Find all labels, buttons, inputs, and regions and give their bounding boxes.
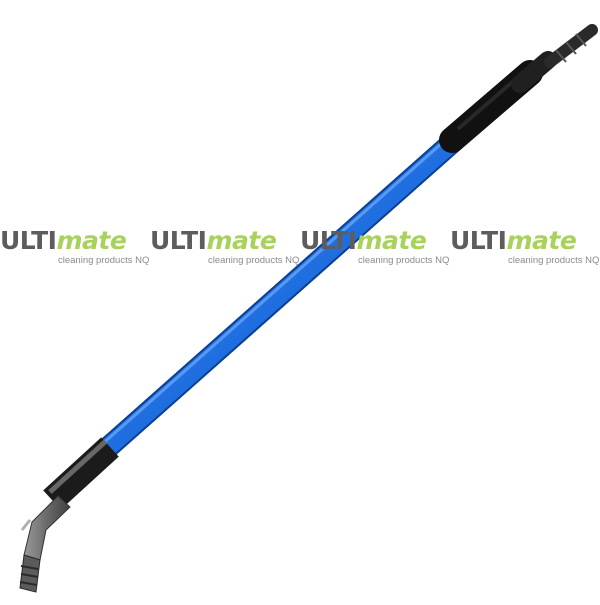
watermark-tagline: cleaning products NQ xyxy=(58,255,150,266)
watermark-logo: ULTImate cleaning products NQ xyxy=(150,226,300,272)
watermark-ulti: ULTI xyxy=(150,226,207,255)
watermark-ulti: ULTI xyxy=(300,226,357,255)
watermark-mate: mate xyxy=(506,226,577,255)
watermark-logo: ULTImate cleaning products NQ xyxy=(0,226,150,272)
pole-shaft xyxy=(95,131,463,461)
watermark-mate: mate xyxy=(56,226,127,255)
watermark-mate: mate xyxy=(206,226,277,255)
watermark-ulti: ULTI xyxy=(450,226,507,255)
watermark-ulti: ULTI xyxy=(0,226,57,255)
watermark-logo: ULTImate cleaning products NQ xyxy=(300,226,450,272)
watermark-logo: ULTImate cleaning products NQ xyxy=(450,226,600,272)
watermark-tagline: cleaning products NQ xyxy=(358,255,450,266)
bottom-collar xyxy=(43,437,119,510)
top-grip xyxy=(439,51,557,153)
top-thread-tip xyxy=(544,24,598,68)
watermark-tagline: cleaning products NQ xyxy=(208,255,300,266)
watermark-tagline: cleaning products NQ xyxy=(508,255,600,266)
watermark-mate: mate xyxy=(356,226,427,255)
bottom-angled-tip xyxy=(19,495,71,593)
